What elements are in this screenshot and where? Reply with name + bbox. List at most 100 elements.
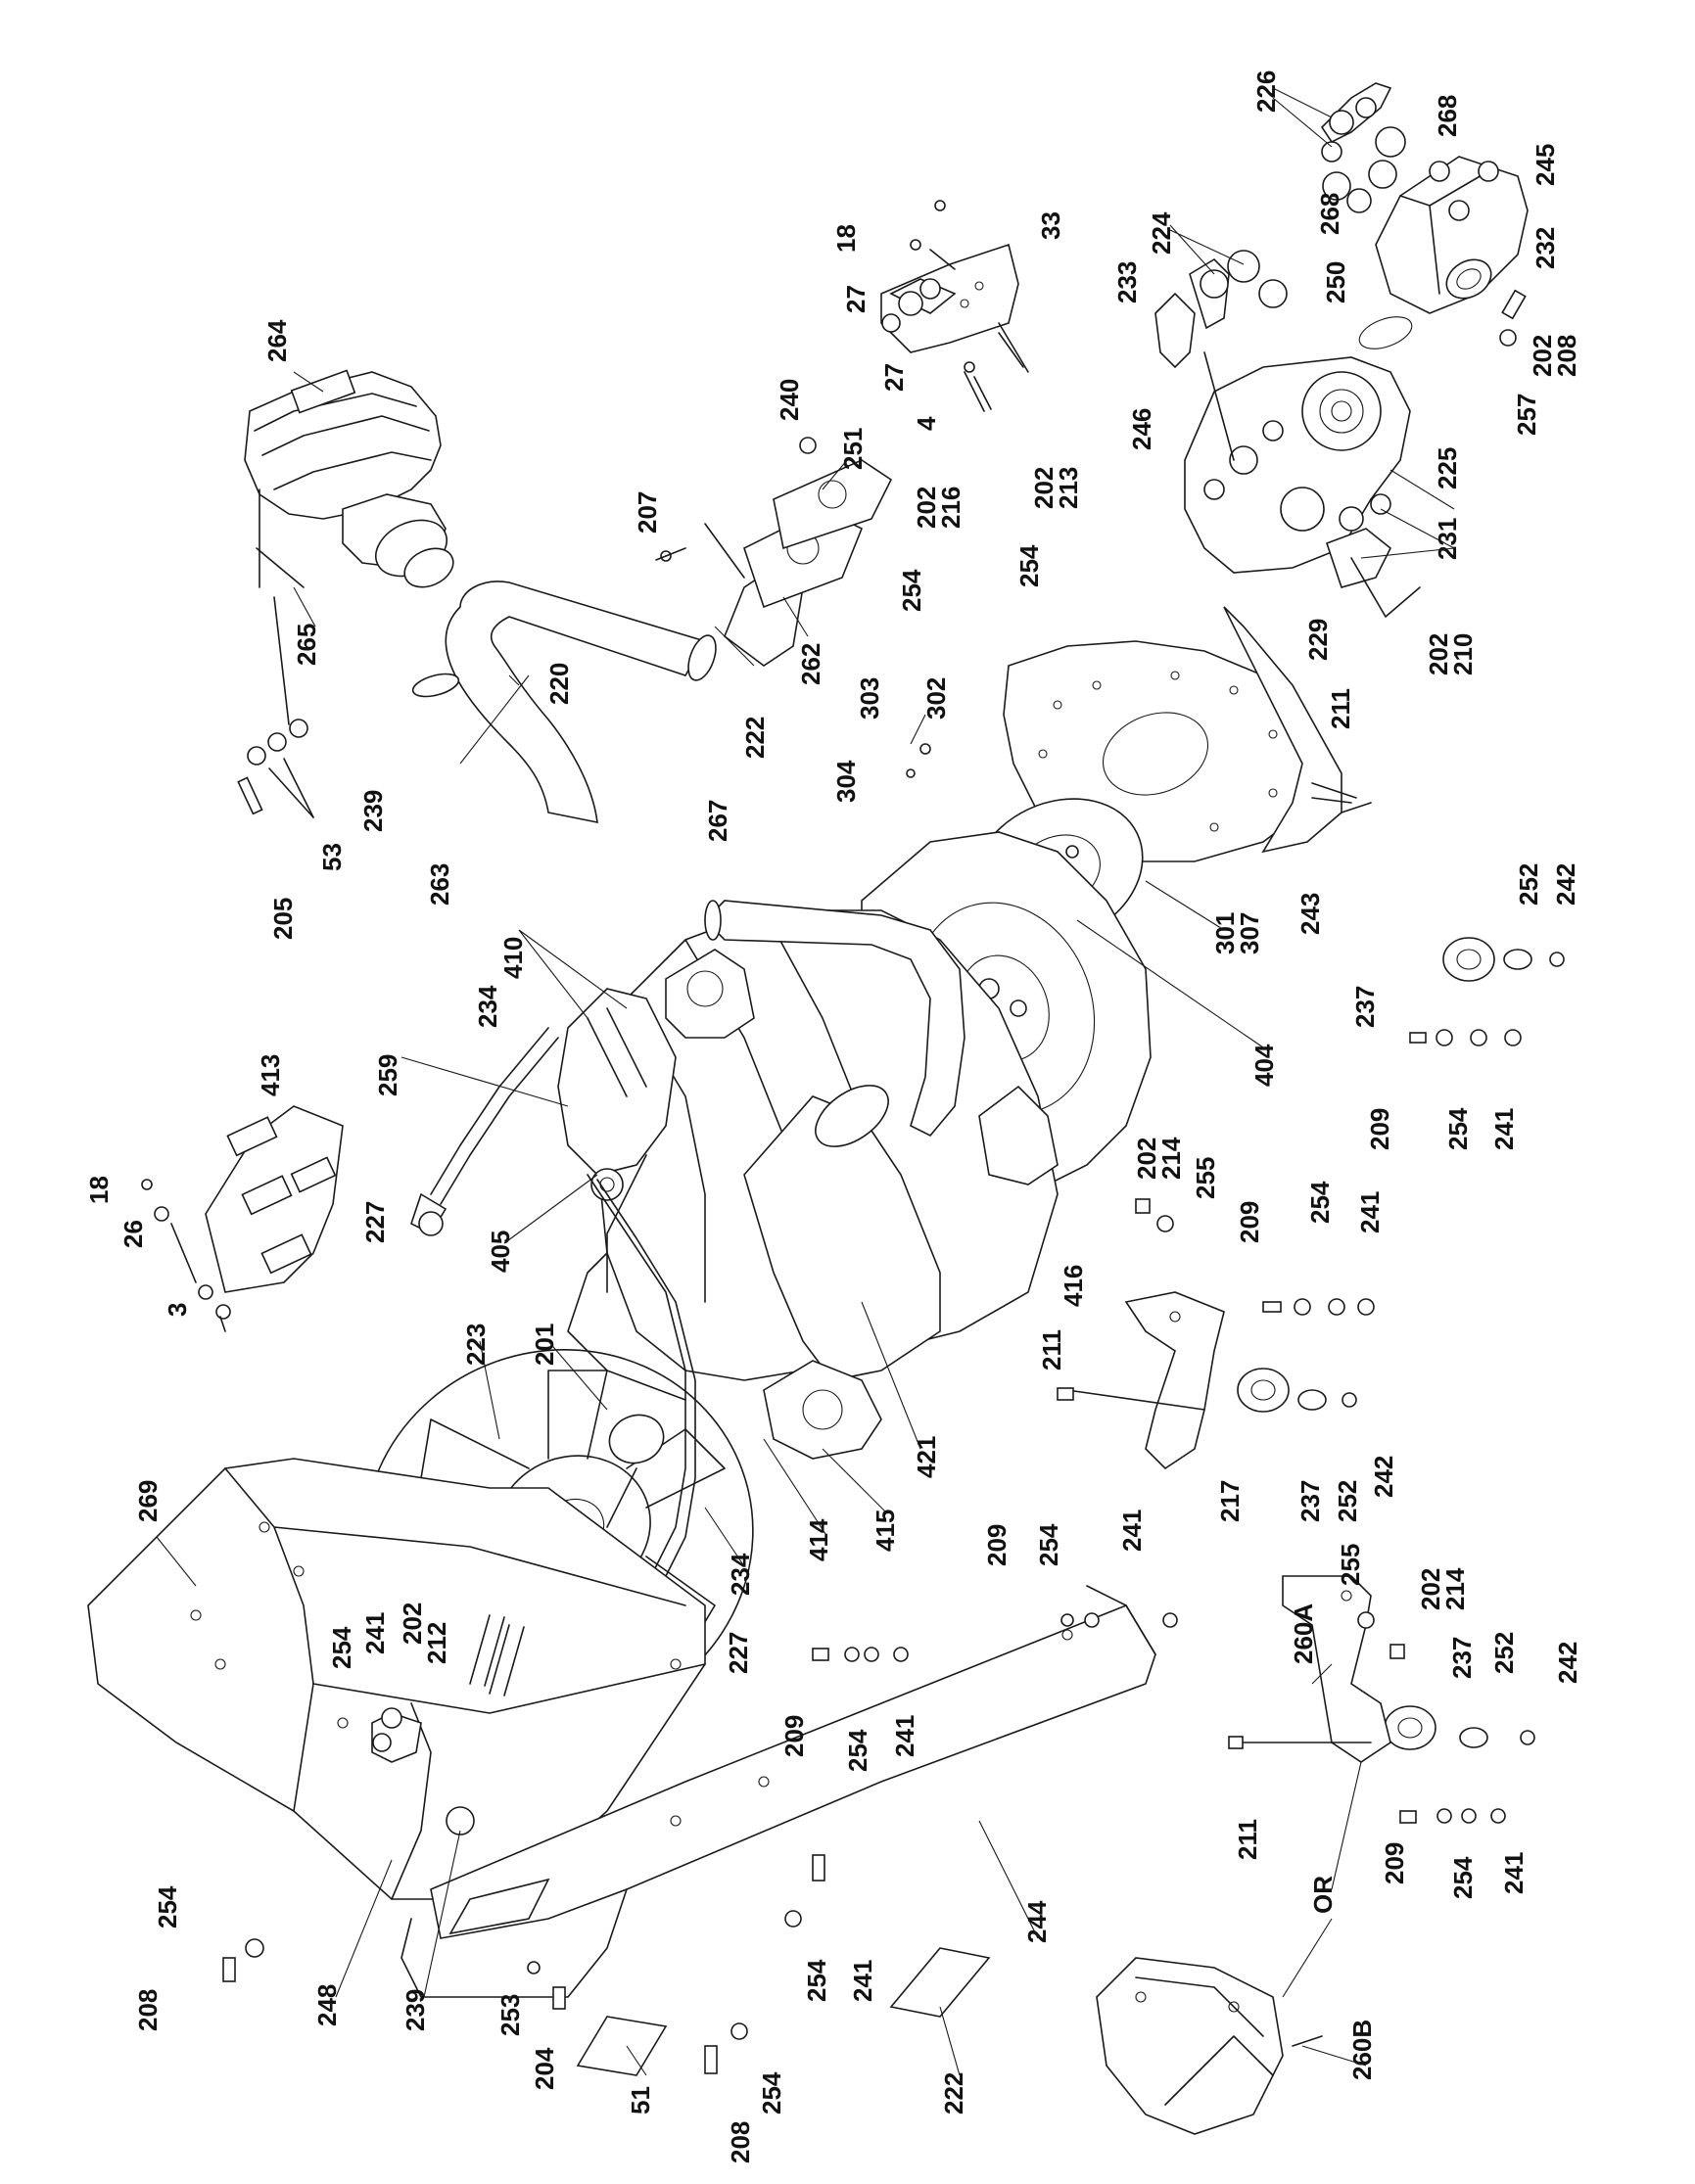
label-242: 242 bbox=[1553, 1642, 1582, 1684]
label-229: 229 bbox=[1303, 619, 1333, 661]
label-209: 209 bbox=[1365, 1108, 1394, 1150]
label-254: 254 bbox=[1014, 544, 1044, 587]
label-243: 243 bbox=[1295, 893, 1325, 935]
label-246: 246 bbox=[1127, 408, 1156, 450]
label-255: 255 bbox=[1191, 1157, 1220, 1199]
label-252: 252 bbox=[1514, 863, 1543, 906]
label-209: 209 bbox=[982, 1524, 1012, 1566]
label-259: 259 bbox=[373, 1054, 402, 1096]
label-404: 404 bbox=[1249, 1044, 1279, 1087]
label-241: 241 bbox=[1117, 1510, 1147, 1552]
label-254: 254 bbox=[757, 2071, 786, 2114]
label-214: 214 bbox=[1440, 1567, 1470, 1610]
label-265: 265 bbox=[292, 624, 321, 666]
intake-hose-263 bbox=[411, 581, 717, 824]
decal-51 bbox=[576, 2016, 668, 2076]
label-260B: 260B bbox=[1347, 2020, 1377, 2080]
label-255: 255 bbox=[1336, 1544, 1365, 1586]
fittings-226 bbox=[1320, 82, 1406, 213]
label-254: 254 bbox=[1443, 1107, 1473, 1150]
label-223: 223 bbox=[461, 1324, 491, 1366]
label-202: 202 bbox=[1029, 467, 1059, 509]
label-233: 233 bbox=[1112, 261, 1142, 303]
label-224: 224 bbox=[1147, 211, 1176, 255]
label-213: 213 bbox=[1054, 467, 1083, 509]
label-252: 252 bbox=[1333, 1480, 1362, 1522]
label-210: 210 bbox=[1448, 633, 1478, 675]
label-254: 254 bbox=[1305, 1181, 1335, 1224]
label-245: 245 bbox=[1530, 144, 1560, 186]
decal-222 bbox=[889, 1947, 991, 2018]
label-254: 254 bbox=[153, 1885, 182, 1928]
label-207: 207 bbox=[633, 491, 662, 534]
air-cleaner-assembly bbox=[244, 369, 454, 725]
label-264: 264 bbox=[262, 319, 292, 362]
control-module-410 bbox=[557, 988, 677, 1201]
label-241: 241 bbox=[1355, 1191, 1385, 1233]
label-254: 254 bbox=[802, 1959, 831, 2002]
label-303: 303 bbox=[855, 677, 884, 720]
label-211: 211 bbox=[1233, 1819, 1262, 1860]
label-208: 208 bbox=[1552, 335, 1581, 377]
hydraulic-pump-246 bbox=[1154, 250, 1421, 618]
label-263: 263 bbox=[425, 863, 454, 906]
label-262: 262 bbox=[796, 643, 825, 685]
label-239: 239 bbox=[400, 1989, 430, 2031]
label-209: 209 bbox=[1380, 1842, 1409, 1884]
label-234: 234 bbox=[473, 985, 502, 1028]
label-234: 234 bbox=[726, 1553, 755, 1596]
label-269: 269 bbox=[133, 1480, 163, 1522]
label-33: 33 bbox=[1036, 211, 1065, 240]
mount-bracket-217 bbox=[1057, 1291, 1225, 1470]
label-211: 211 bbox=[1326, 688, 1355, 729]
label-254: 254 bbox=[327, 1626, 356, 1669]
label-248: 248 bbox=[312, 1984, 342, 2026]
label-209: 209 bbox=[779, 1715, 809, 1757]
callout-labels: 264 265 205 53 239 263 220 222 262 207 2… bbox=[84, 70, 1582, 2163]
label-217: 217 bbox=[1215, 1480, 1245, 1522]
label-413: 413 bbox=[256, 1054, 285, 1096]
label-208: 208 bbox=[726, 2121, 755, 2163]
label-222: 222 bbox=[740, 717, 770, 759]
label-231: 231 bbox=[1433, 518, 1462, 560]
label-239: 239 bbox=[358, 790, 388, 832]
label-241: 241 bbox=[890, 1715, 919, 1757]
label-241: 241 bbox=[848, 1960, 877, 2002]
engine-assembly bbox=[567, 831, 1152, 1460]
label-53: 53 bbox=[317, 843, 347, 871]
label-226: 226 bbox=[1251, 70, 1281, 113]
label-421: 421 bbox=[912, 1436, 941, 1478]
label-410: 410 bbox=[498, 937, 528, 979]
label-220: 220 bbox=[544, 663, 574, 705]
label-254: 254 bbox=[843, 1729, 872, 1772]
label-307: 307 bbox=[1235, 912, 1264, 954]
label-26: 26 bbox=[118, 1220, 148, 1248]
label-4: 4 bbox=[912, 416, 941, 431]
label-415: 415 bbox=[871, 1510, 900, 1552]
isolator-237 bbox=[1237, 937, 1565, 1750]
label-237: 237 bbox=[1447, 1637, 1477, 1679]
mounting-hardware-205 bbox=[237, 719, 314, 818]
label-227: 227 bbox=[360, 1201, 390, 1243]
label-27: 27 bbox=[879, 363, 909, 392]
label-3: 3 bbox=[163, 1303, 192, 1317]
label-268: 268 bbox=[1433, 95, 1462, 137]
label-254: 254 bbox=[1034, 1523, 1063, 1566]
label-27: 27 bbox=[841, 285, 871, 313]
label-216: 216 bbox=[936, 487, 965, 529]
label-212: 212 bbox=[422, 1622, 451, 1664]
label-416: 416 bbox=[1059, 1265, 1088, 1307]
label-209: 209 bbox=[1235, 1201, 1264, 1243]
label-301: 301 bbox=[1210, 912, 1240, 954]
label-211: 211 bbox=[1037, 1329, 1066, 1371]
label-202: 202 bbox=[1424, 633, 1453, 675]
label-414: 414 bbox=[804, 1518, 833, 1561]
label-18: 18 bbox=[831, 224, 861, 253]
valve-block-33 bbox=[880, 200, 1029, 412]
label-405: 405 bbox=[486, 1231, 515, 1273]
label-202: 202 bbox=[398, 1603, 427, 1645]
label-201: 201 bbox=[530, 1324, 559, 1366]
label-257: 257 bbox=[1512, 394, 1541, 436]
label-250: 250 bbox=[1321, 261, 1350, 303]
